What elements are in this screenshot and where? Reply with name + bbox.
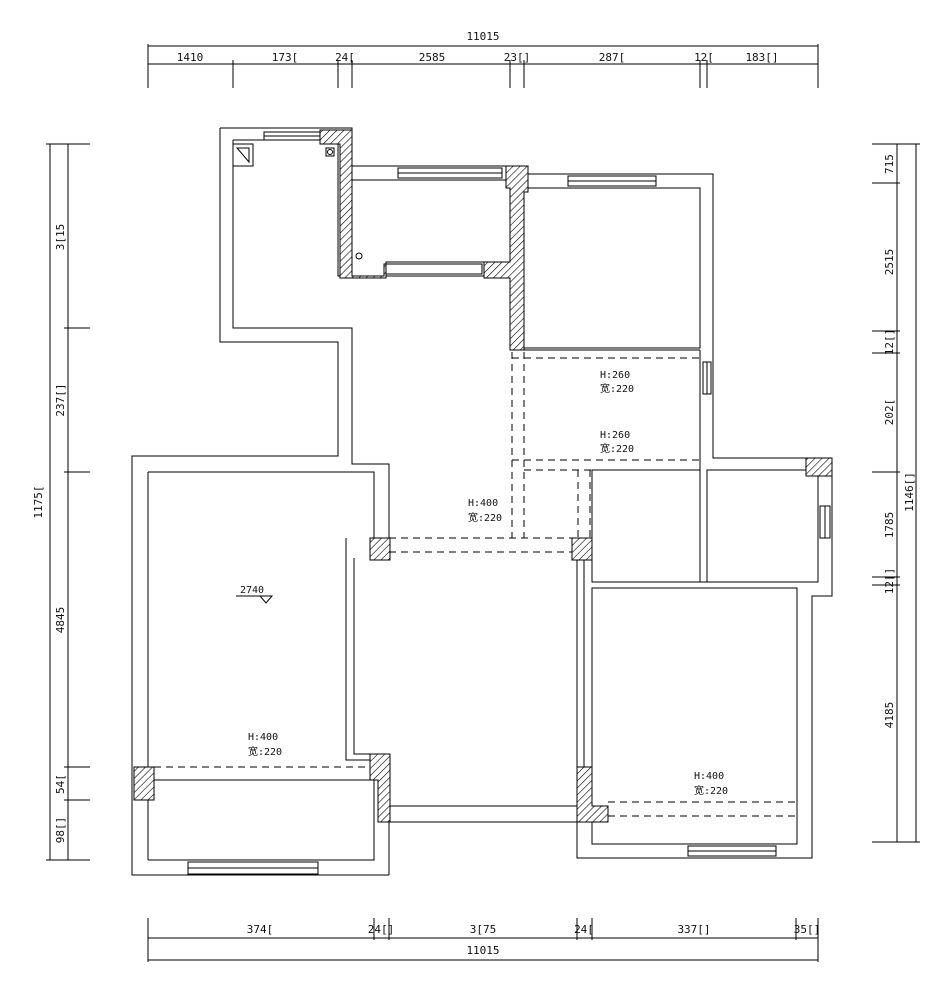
- bottom-dim-4: 24[: [574, 923, 594, 936]
- left-dim-1: 3[15: [54, 224, 67, 251]
- beam-note-3: H:400 宽:220: [468, 498, 502, 524]
- top-dim-4: 2585: [419, 51, 446, 64]
- beam-note-5-height: H:400: [694, 771, 724, 782]
- right-dim-4: 202[: [883, 399, 896, 426]
- beam-note-3-width: 宽:220: [468, 511, 502, 524]
- beam-note-1-height: H:260: [600, 370, 630, 381]
- bottom-dim-2: 24[]: [368, 923, 395, 936]
- bottom-dim-5: 337[]: [677, 923, 710, 936]
- left-dimension: 1175[ 3[15 237[] 4845 54[ 98[]: [32, 143, 90, 861]
- top-dim-7: 12[: [694, 51, 714, 64]
- right-dim-7: 4185: [883, 702, 896, 729]
- left-dim-5: 98[]: [54, 817, 67, 844]
- top-dim-1: 1410: [177, 51, 204, 64]
- right-dim-5: 1785: [883, 512, 896, 539]
- left-dim-2: 237[]: [54, 383, 67, 416]
- left-dim-3: 4845: [54, 607, 67, 634]
- beam-note-5-width: 宽:220: [694, 784, 728, 797]
- top-total-label: 11015: [466, 30, 499, 43]
- beam-note-4-height: H:400: [248, 732, 278, 743]
- bottom-dim-1: 374[: [247, 923, 274, 936]
- right-dim-1: 715: [883, 154, 896, 174]
- right-dim-2: 2515: [883, 249, 896, 276]
- top-dim-2: 173[: [272, 51, 299, 64]
- right-dim-6: 12[]: [883, 568, 896, 595]
- top-dim-6: 287[: [599, 51, 626, 64]
- bottom-dimension: 374[ 24[] 3[75 24[ 337[] 35[] 11015: [147, 918, 821, 962]
- top-dim-8: 183[]: [745, 51, 778, 64]
- level-mark-label: 2740: [240, 585, 264, 596]
- bottom-dim-3: 3[75: [470, 923, 497, 936]
- beam-note-3-height: H:400: [468, 498, 498, 509]
- beam-note-2-width: 宽:220: [600, 442, 634, 455]
- bottom-dim-6: 35[]: [794, 923, 821, 936]
- top-dim-5: 23[]: [504, 51, 531, 64]
- beam-note-4-width: 宽:220: [248, 745, 282, 758]
- bottom-total-label: 11015: [466, 944, 499, 957]
- beam-note-2-height: H:260: [600, 430, 630, 441]
- beam-note-1: H:260 宽:220: [600, 370, 634, 395]
- beam-note-1-width: 宽:220: [600, 382, 634, 395]
- right-dim-3: 12[]: [883, 329, 896, 356]
- level-triangle-icon: [258, 595, 274, 604]
- level-mark: 2740: [236, 585, 274, 604]
- beam-note-4: H:400 宽:220: [248, 732, 282, 758]
- beam-lines: [154, 352, 797, 817]
- beam-note-5: H:400 宽:220: [694, 771, 728, 797]
- right-dimension: 1146[] 715 2515 12[] 202[ 1785 12[] 4185: [872, 143, 920, 843]
- left-dim-4: 54[: [54, 774, 67, 794]
- beam-note-2: H:260 宽:220: [600, 430, 634, 455]
- structural-columns: [133, 129, 833, 823]
- top-dim-3: 24[: [335, 51, 355, 64]
- left-total-label: 1175[: [32, 485, 45, 518]
- top-dimension: 11015 1410 173[ 24[ 2585 23[] 287[ 12[ 1…: [147, 30, 819, 88]
- right-total-label: 1146[]: [903, 472, 916, 512]
